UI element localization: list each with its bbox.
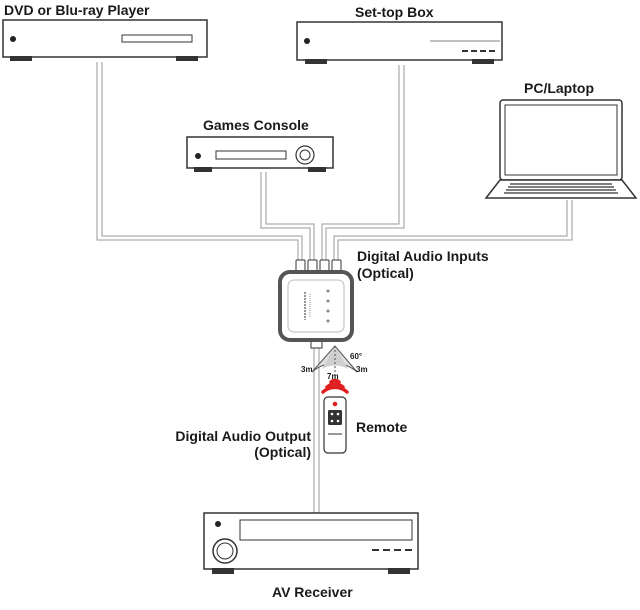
dvd-label: DVD or Blu-ray Player [4, 2, 150, 18]
output-label-line2: (Optical) [254, 444, 311, 460]
games-cable [260, 172, 315, 262]
ir-distance-center: 7m [327, 372, 339, 381]
ir-coverage [311, 345, 358, 375]
receiver-label: AV Receiver [272, 584, 353, 600]
pc-label: PC/Laptop [524, 80, 594, 96]
settop-label: Set-top Box [355, 4, 434, 20]
remote-label: Remote [356, 419, 408, 435]
ir-distance-left: 3m [301, 365, 313, 374]
inputs-label-line1: Digital Audio Inputs [357, 248, 489, 264]
dvd-player [2, 19, 208, 61]
av-receiver [203, 512, 419, 574]
switcher-leds [326, 289, 330, 323]
settop-cable [321, 65, 405, 262]
remote-device [323, 396, 347, 454]
settop-box [296, 21, 503, 64]
games-label: Games Console [203, 117, 309, 133]
cables [96, 62, 573, 513]
laptop [484, 99, 638, 199]
audio-switcher [278, 270, 354, 342]
dvd-cable [96, 62, 303, 262]
games-console [186, 136, 334, 172]
output-cable [313, 340, 320, 513]
output-label-line1: Digital Audio Output [175, 428, 311, 444]
ir-angle-label: 60° [350, 352, 363, 361]
ir-signal-icon [321, 378, 349, 394]
pc-cable [333, 200, 573, 262]
inputs-label-line2: (Optical) [357, 265, 414, 281]
ir-distance-right: 3m [356, 365, 368, 374]
